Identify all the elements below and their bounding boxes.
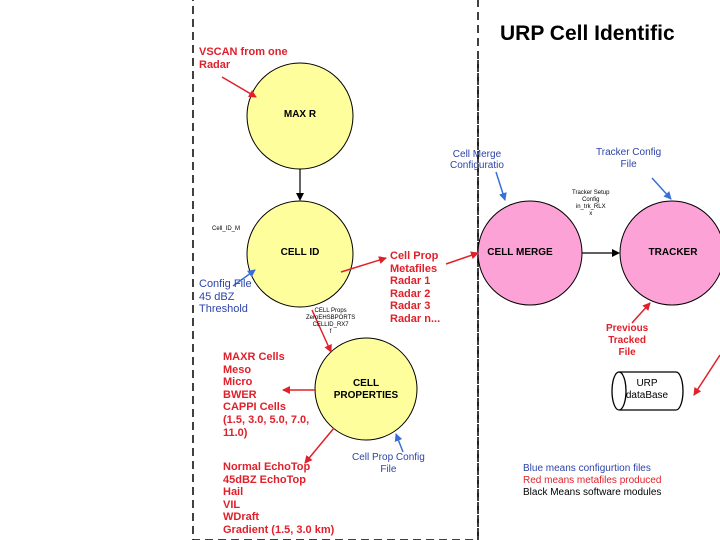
cell-id-small-label: Cell_ID_M bbox=[212, 226, 241, 232]
tracker-node-label: TRACKER bbox=[648, 247, 698, 258]
arrow-config-to-cellid bbox=[232, 269, 256, 287]
arrow-mergeconfig-to-cellmerge bbox=[495, 171, 507, 201]
legend-blue: Blue means configurtion files bbox=[523, 463, 651, 474]
config-file-label: Config File 45 dBZ Threshold bbox=[199, 278, 252, 316]
urp-database-cylinder[interactable] bbox=[611, 371, 684, 411]
diagram-title: URP Cell Identific bbox=[500, 22, 675, 45]
maxr-cells-label: MAXR Cells Meso Micro BWER CAPPI Cells (… bbox=[223, 351, 310, 439]
cell-id-node-label: CELL ID bbox=[280, 247, 320, 258]
arrow-cellid-to-properties bbox=[311, 309, 332, 353]
maxr-node-label: MAX R bbox=[283, 109, 317, 120]
arrow-previous-to-tracker bbox=[631, 302, 651, 324]
previous-tracked-label: Previous Tracked File bbox=[606, 323, 649, 358]
cell-prop-config-label: Cell Prop Config File bbox=[352, 452, 425, 475]
tracker-setup-small-label: Tracker Setup Config in_trk_RLX x bbox=[572, 190, 610, 217]
cell-merge-node-label: CELL MERGE bbox=[487, 247, 553, 258]
cell-props-small-label: CELL Props ZeroEHSBPORTS CELLID_RX7 f bbox=[306, 308, 356, 335]
legend: Blue means configurtion files Red means … bbox=[523, 463, 661, 499]
cell-properties-node[interactable] bbox=[314, 337, 418, 441]
cell-prop-metafiles-label: Cell Prop Metafiles Radar 1 Radar 2 Rada… bbox=[390, 250, 441, 325]
arrow-tracker-to-db bbox=[693, 354, 720, 396]
cell-properties-node-label: CELL PROPERTIES bbox=[333, 378, 399, 401]
vscan-label: VSCAN from one Radar bbox=[199, 46, 288, 71]
arrow-trackerconfig-to-tracker bbox=[651, 177, 672, 200]
arrow-propconfig-to-properties bbox=[394, 433, 404, 453]
arrow-metafiles-to-cellmerge bbox=[445, 251, 479, 265]
cell-merge-config-label: Cell Merge Configuratio bbox=[450, 149, 504, 171]
arrow-cellid-to-metafiles bbox=[340, 256, 387, 273]
tracker-config-label: Tracker Config File bbox=[596, 147, 662, 170]
legend-red: Red means metafiles produced bbox=[523, 475, 662, 486]
arrow-properties-to-echotop bbox=[304, 427, 335, 464]
urp-database-label: URP dataBase bbox=[625, 378, 669, 401]
arrow-vscan-to-maxr bbox=[221, 76, 257, 98]
echo-top-label: Normal EchoTop 45dBZ EchoTop Hail VIL WD… bbox=[223, 461, 335, 536]
left-dashed-box bbox=[192, 0, 479, 540]
legend-black: Black Means software modules bbox=[523, 487, 662, 498]
